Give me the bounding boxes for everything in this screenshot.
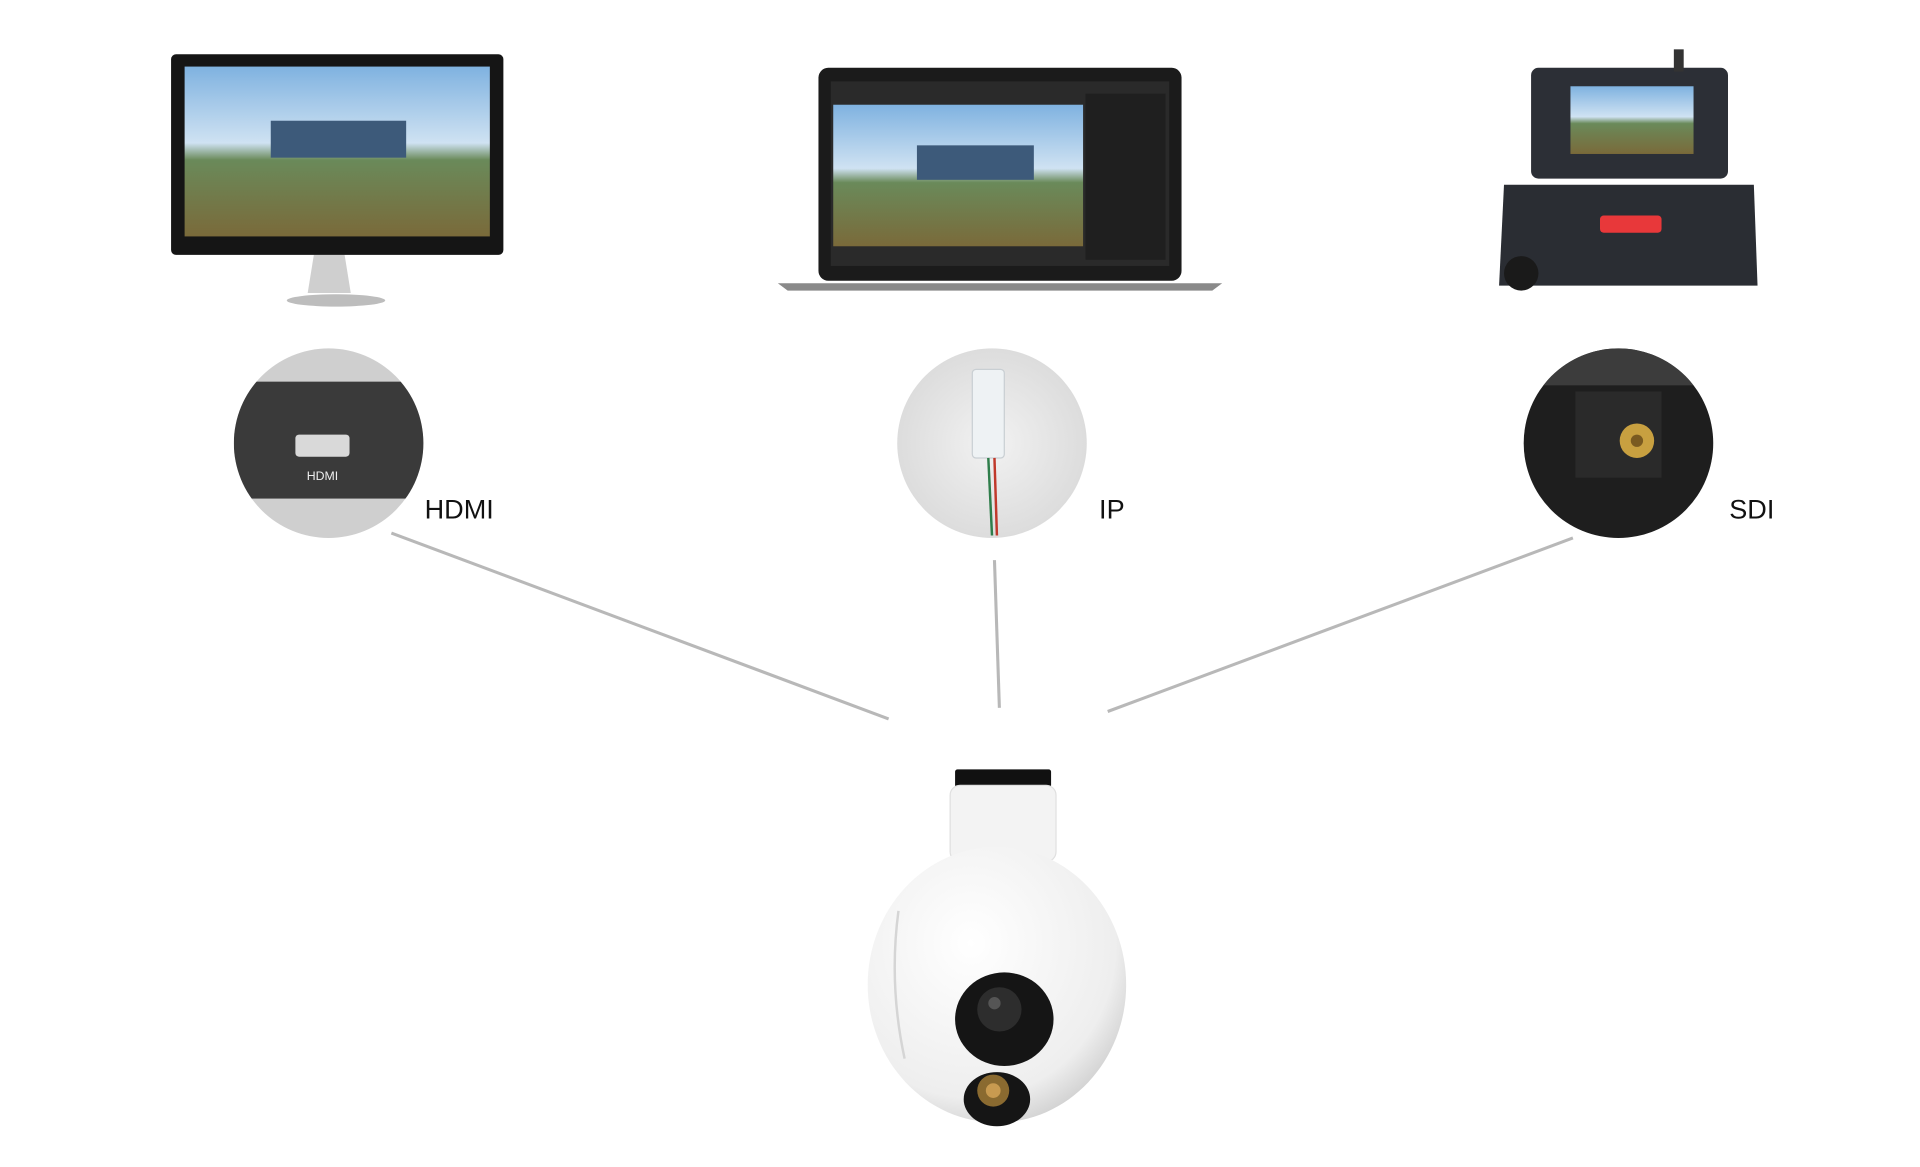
ip-label: IP (1099, 493, 1125, 524)
hdmi-connection-line (390, 531, 890, 721)
hdmi-label: HDMI (425, 493, 494, 524)
hdmi-port: HDMI (233, 348, 424, 538)
svg-text:HDMI: HDMI (307, 469, 338, 483)
ground-station-case (1499, 49, 1758, 291)
sdi-label: SDI (1729, 493, 1774, 524)
sdi-connection-line (1107, 536, 1574, 713)
ethernet-plug (897, 348, 1087, 538)
ip-connection-line (992, 560, 1001, 708)
sdi-connector (1523, 348, 1714, 538)
gimbal-camera (867, 769, 1127, 1127)
laptop (777, 67, 1223, 291)
monitor (171, 54, 504, 307)
